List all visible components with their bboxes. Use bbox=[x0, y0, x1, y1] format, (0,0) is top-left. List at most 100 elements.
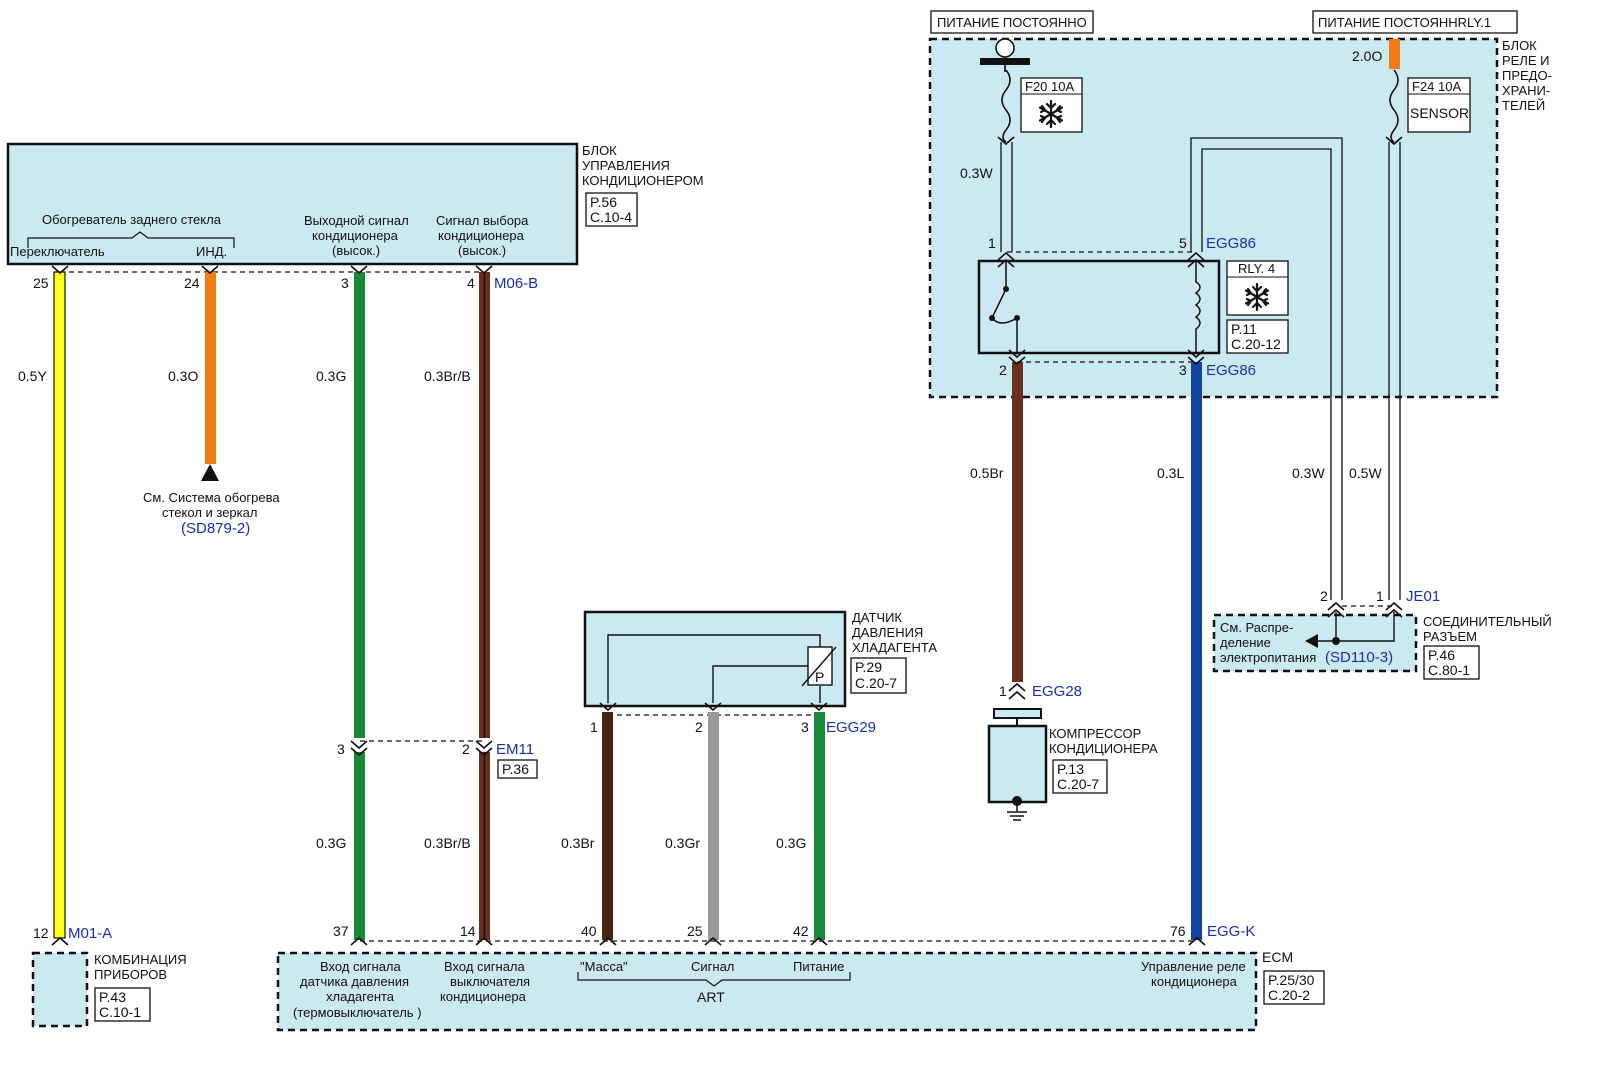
defog-ref-code[interactable]: (SD879-2) bbox=[181, 520, 250, 537]
ecm-in-pressure-3: хладагента bbox=[326, 989, 395, 1004]
wire-label-white-b: 0.5W bbox=[1349, 465, 1382, 481]
compressor-label-1: КОМПРЕССОР bbox=[1049, 726, 1141, 741]
em11-connector: EM11 bbox=[496, 741, 534, 758]
wire-art-ground bbox=[602, 712, 613, 940]
relay-pin-2: 2 bbox=[999, 362, 1007, 378]
ecm-art-mass: "Масса" bbox=[580, 959, 628, 974]
compressor-ref-1: P.13 bbox=[1057, 761, 1084, 777]
wire-label-art-ground: 0.3Br bbox=[561, 835, 595, 851]
sensor-ref-2: C.20-7 bbox=[855, 675, 897, 691]
ecm-box bbox=[276, 951, 1258, 1032]
pressure-sensor-box bbox=[583, 610, 847, 708]
ac-control-ref-2: C.10-4 bbox=[590, 209, 632, 225]
ecm-in-pressure-1: Вход сигнала bbox=[320, 959, 402, 974]
ecm-pin-76: 76 bbox=[1170, 923, 1186, 939]
ecm-art-power: Питание bbox=[793, 959, 844, 974]
select-signal-label-1: Сигнал выбора bbox=[436, 213, 529, 228]
ecm-in-switch-3: кондиционера bbox=[440, 989, 527, 1004]
cluster-ref-1: P.43 bbox=[99, 989, 126, 1005]
ecm-art-signal: Сигнал bbox=[691, 959, 734, 974]
joint-note-1: См. Распре- bbox=[1220, 620, 1293, 635]
wire-label-yellow: 0.5Y bbox=[18, 368, 47, 384]
select-signal-label-2: кондиционера bbox=[438, 228, 525, 243]
cluster-box bbox=[31, 951, 89, 1028]
out-signal-label-1: Выходной сигнал bbox=[304, 213, 409, 228]
joint-connector: JE01 bbox=[1406, 588, 1440, 605]
sensor-ref-box bbox=[850, 657, 907, 694]
defog-ref-line-2: стекол и зеркал bbox=[162, 505, 257, 520]
joint-ref-box bbox=[1423, 645, 1480, 680]
joint-note-code[interactable]: (SD110-3) bbox=[1325, 649, 1393, 666]
wire-label-orange: 0.3O bbox=[168, 368, 198, 384]
relay-pin-5: 5 bbox=[1179, 235, 1187, 251]
rear-defog-group-label: Обогреватель заднего стекла bbox=[42, 212, 222, 227]
compressor-clutch bbox=[993, 708, 1042, 719]
compressor-label-2: КОНДИЦИОНЕРА bbox=[1049, 741, 1158, 756]
cluster-ref-box bbox=[94, 987, 151, 1022]
fuse-f20-label: F20 10A bbox=[1025, 79, 1074, 94]
compressor-pin: 1 bbox=[999, 683, 1007, 699]
wire-label-green-bottom: 0.3G bbox=[316, 835, 346, 851]
em11-pin-2: 2 bbox=[462, 741, 470, 757]
compressor-body bbox=[987, 724, 1048, 804]
ground-icon bbox=[1007, 802, 1027, 821]
cluster-label-1: КОМБИНАЦИЯ bbox=[94, 952, 187, 967]
ecm-ref-1: P.25/30 bbox=[1268, 972, 1315, 988]
relay-box-label-4: ХРАНИ- bbox=[1502, 83, 1550, 98]
ecm-pin-14: 14 bbox=[460, 923, 476, 939]
wire-green-bottom bbox=[354, 752, 365, 940]
supply-rly-label: ПИТАНИЕ ПОСТОЯННRLY.1 bbox=[1318, 15, 1491, 30]
sensor-symbol: P bbox=[815, 669, 824, 685]
sensor-pin-1: 1 bbox=[590, 719, 598, 735]
relay-ref-box bbox=[1226, 319, 1289, 354]
wire-label-green-top: 0.3G bbox=[316, 368, 346, 384]
ecm-connector: EGG-K bbox=[1207, 923, 1255, 940]
relay-box-label-2: РЕЛЕ И bbox=[1502, 53, 1550, 68]
relay-box-label-3: ПРЕДО- bbox=[1502, 68, 1552, 83]
relay-connector-top: EGG86 bbox=[1206, 235, 1256, 252]
cluster-pin: 12 bbox=[33, 925, 49, 941]
ac-control-label-1: БЛОК bbox=[582, 143, 617, 158]
select-signal-label-3: (высок.) bbox=[458, 243, 506, 258]
fuse-f24-label: F24 10A bbox=[1412, 79, 1461, 94]
sensor-label-1: ДАТЧИК bbox=[852, 610, 902, 625]
ecm-in-switch-1: Вход сигнала bbox=[444, 959, 526, 974]
ac-pin-24: 24 bbox=[184, 275, 200, 291]
arrow-up-icon bbox=[201, 464, 219, 481]
wire-label-art-signal: 0.3Gr bbox=[665, 835, 700, 851]
ecm-in-pressure-2: датчика давления bbox=[300, 974, 409, 989]
fuse-f24-symbol bbox=[1389, 69, 1399, 143]
compressor-ref-2: C.20-7 bbox=[1057, 776, 1099, 792]
wire-label-brown-top: 0.3Br/B bbox=[424, 368, 471, 384]
wire-label-blue: 0.3L bbox=[1157, 465, 1184, 481]
supply-const-label: ПИТАНИЕ ПОСТОЯННО bbox=[937, 15, 1087, 30]
wire-label-top-left: 0.3W bbox=[960, 165, 993, 181]
sensor-ref-1: P.29 bbox=[855, 659, 882, 675]
joint-ref-1: P.46 bbox=[1428, 647, 1455, 663]
ac-pin-3: 3 bbox=[341, 275, 349, 291]
wire-label-art-power: 0.3G bbox=[776, 835, 806, 851]
ac-pin-4: 4 bbox=[467, 275, 475, 291]
indicator-label: ИНД. bbox=[196, 244, 227, 259]
switch-label: Переключатель bbox=[10, 244, 105, 259]
joint-pin-2: 2 bbox=[1320, 588, 1328, 604]
em11-ref-box bbox=[497, 759, 538, 779]
ecm-pin-37: 37 bbox=[333, 923, 349, 939]
ecm-pin-25: 25 bbox=[687, 923, 703, 939]
joint-pin-1: 1 bbox=[1376, 588, 1384, 604]
sensor-connector: EGG29 bbox=[826, 719, 876, 736]
ecm-ref-2: C.20-2 bbox=[1268, 987, 1310, 1003]
cluster-ref-2: C.10-1 bbox=[99, 1004, 141, 1020]
fuse-f24-wire-label: 2.0O bbox=[1352, 48, 1382, 64]
joint-label-1: СОЕДИНИТЕЛЬНЫЙ bbox=[1423, 614, 1552, 629]
defog-ref-line-1: См. Система обогрева bbox=[143, 490, 280, 505]
joint-ref-2: C.80-1 bbox=[1428, 662, 1470, 678]
ecm-art-label: ART bbox=[697, 989, 725, 1005]
fuse-f20-symbol bbox=[1001, 69, 1011, 143]
relay-pin-1: 1 bbox=[988, 235, 996, 251]
ac-pin-25: 25 bbox=[33, 275, 49, 291]
ac-control-unit-box bbox=[6, 142, 579, 266]
wire-blue bbox=[1191, 362, 1202, 940]
ac-control-ref-1: P.56 bbox=[590, 194, 617, 210]
compressor-ref-box bbox=[1052, 759, 1108, 794]
